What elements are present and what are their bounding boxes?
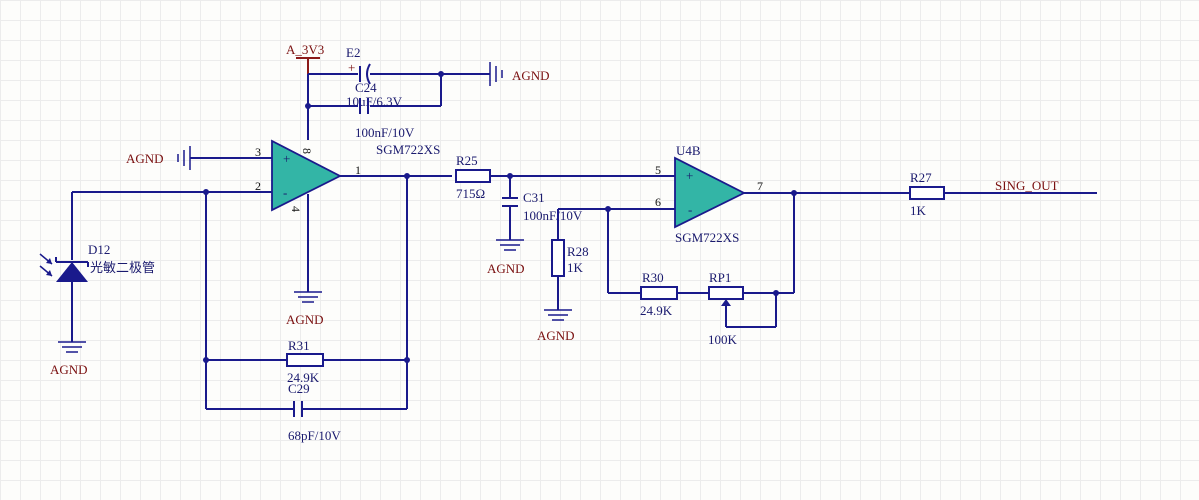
photodiode-d12[interactable]: D12 光敏二极管	[39, 192, 155, 342]
gnd-r28-label: AGND	[537, 328, 575, 343]
u4a-part: SGM722XS	[376, 142, 440, 157]
u4a-pin1: 1	[355, 163, 361, 177]
feedback-wires	[203, 173, 410, 410]
c29-ref: C29	[288, 381, 310, 396]
capacitor-c24[interactable]: C24 100nF/10V	[355, 80, 415, 140]
r27-ref: R27	[910, 170, 932, 185]
e2-value: 10uF/6.3V	[346, 94, 403, 109]
u4a-pin2: 2	[255, 179, 261, 193]
gnd-c31-label: AGND	[487, 261, 525, 276]
e2-plus-mark: +	[348, 60, 355, 75]
u4b-pin5: 5	[655, 163, 661, 177]
r25-ref: R25	[456, 153, 478, 168]
c24-ref: C24	[355, 80, 377, 95]
ground-agnd-u4a: AGND	[286, 291, 324, 327]
decoupling-wires	[305, 71, 490, 140]
c31-value: 100nF/10V	[523, 208, 583, 223]
svg-text:-: -	[688, 202, 692, 217]
potentiometer-rp1[interactable]: RP1 100K	[708, 270, 777, 347]
r30-ref: R30	[642, 270, 664, 285]
e2-ref: E2	[346, 45, 360, 60]
r25-value: 715Ω	[456, 186, 485, 201]
gnd-u4a-label: AGND	[286, 312, 324, 327]
capacitor-e2[interactable]: + E2 10uF/6.3V	[346, 45, 403, 109]
r27-value: 1K	[910, 203, 927, 218]
resistor-r31[interactable]: R31 24.9K	[286, 338, 324, 385]
d12-value: 光敏二极管	[90, 261, 155, 276]
svg-text:+: +	[686, 168, 693, 183]
output-net-label: SING_OUT	[995, 178, 1059, 193]
ground-agnd-input: AGND	[126, 146, 191, 170]
d12-ref: D12	[88, 242, 110, 257]
ground-agnd-r28: AGND	[537, 309, 575, 343]
u4b-pin7: 7	[757, 179, 763, 193]
r30-value: 24.9K	[640, 303, 673, 318]
u4b-pin6: 6	[655, 195, 661, 209]
rp1-ref: RP1	[709, 270, 731, 285]
c29-value: 68pF/10V	[288, 428, 341, 443]
u4a-pin4: 4	[289, 206, 303, 212]
u4b-part: SGM722XS	[675, 230, 739, 245]
c31-ref: C31	[523, 190, 545, 205]
rp1-value: 100K	[708, 332, 738, 347]
gnd-input-label: AGND	[126, 151, 164, 166]
gnd-top-label: AGND	[512, 68, 550, 83]
gain-network-wires	[557, 190, 797, 310]
u4b-ref: U4B	[676, 143, 701, 158]
u4a-pin8: 8	[300, 148, 314, 154]
r28-ref: R28	[567, 244, 589, 259]
capacitor-c29[interactable]: C29 68pF/10V	[288, 381, 341, 443]
r31-value: 24.9K	[287, 370, 320, 385]
resistor-r30[interactable]: R30 24.9K	[640, 270, 678, 318]
opamp-u4a[interactable]: + - 3 2 1 8 4 SGM722XS	[72, 139, 452, 292]
opamp-u4b[interactable]: + - 5 6 7 U4B SGM722XS	[655, 143, 910, 245]
svg-text:+: +	[283, 151, 290, 166]
power-net-label: A_3V3	[286, 42, 324, 57]
power-rail-a3v3: A_3V3	[286, 42, 324, 74]
resistor-r25[interactable]: R25 715Ω	[455, 153, 675, 201]
ground-agnd-top: AGND	[489, 62, 550, 86]
u4a-pin3: 3	[255, 145, 261, 159]
svg-text:-: -	[283, 185, 287, 200]
resistor-r27[interactable]: R27 1K	[909, 170, 1097, 218]
gnd-diode-label: AGND	[50, 362, 88, 377]
c24-value: 100nF/10V	[355, 125, 415, 140]
r28-value: 1K	[567, 260, 584, 275]
ground-agnd-diode: AGND	[50, 341, 88, 377]
resistor-r28[interactable]: R28 1K	[551, 239, 589, 277]
ground-agnd-c31: AGND	[487, 239, 525, 276]
capacitor-c31[interactable]: C31 100nF/10V	[502, 176, 583, 240]
r31-ref: R31	[288, 338, 310, 353]
